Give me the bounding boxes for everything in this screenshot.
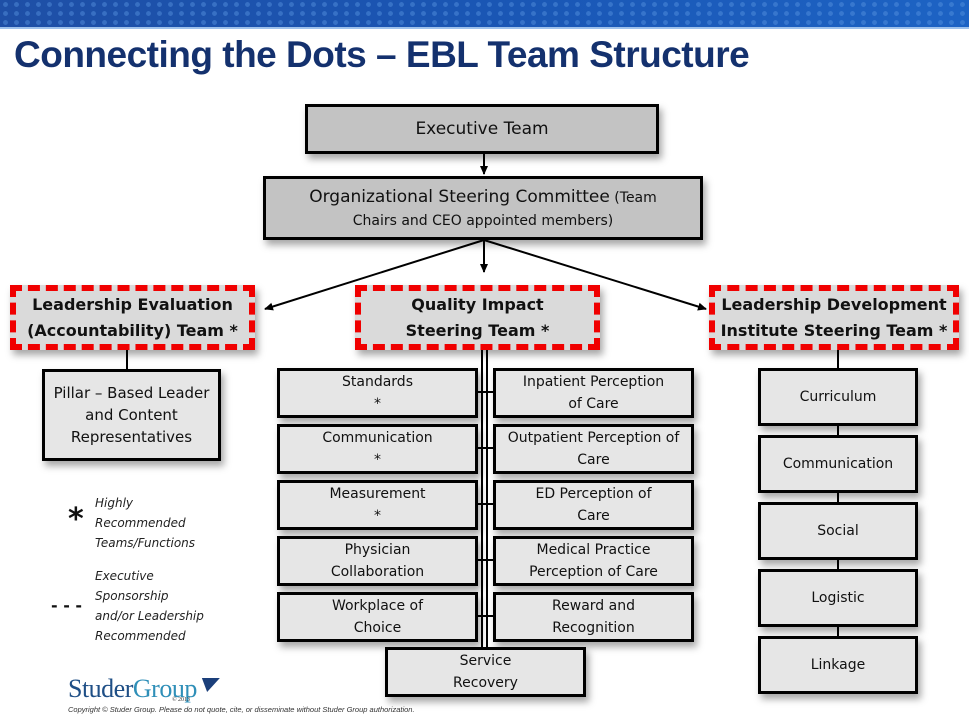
legend-asterisk-icon: * bbox=[68, 502, 84, 537]
legend-dash-text: Executive Sponsorship and/or Leadership … bbox=[95, 566, 204, 646]
steering-committee-line2: Chairs and CEO appointed members) bbox=[352, 212, 614, 229]
box-label-line: Representatives bbox=[70, 428, 193, 446]
box-label-line: Recognition bbox=[552, 620, 635, 636]
copyright-notice: Copyright © Studer Group. Please do not … bbox=[68, 705, 415, 714]
studer-group-logo: StuderGroup bbox=[68, 674, 197, 704]
page-title: Connecting the Dots – EBL Team Structure bbox=[14, 34, 750, 75]
team-label-line: Leadership Development bbox=[721, 294, 947, 314]
logo-studer-text: Studer bbox=[68, 674, 133, 703]
standards-box: Standards * bbox=[277, 368, 478, 418]
box-label: Logistic bbox=[811, 590, 865, 606]
measurement-box: Measurement * bbox=[277, 480, 478, 530]
box-label-line: Medical Practice bbox=[536, 542, 651, 558]
header-banner bbox=[0, 0, 969, 27]
team-label-line: Leadership Evaluation bbox=[32, 294, 233, 314]
legend-line: Sponsorship bbox=[95, 589, 169, 603]
box-label-line: Measurement bbox=[329, 486, 426, 502]
connector-branches bbox=[476, 391, 494, 617]
box-label-line: and Content bbox=[85, 406, 178, 424]
box-label: Linkage bbox=[810, 657, 866, 673]
social-box: Social bbox=[758, 502, 918, 560]
box-label: Curriculum bbox=[799, 389, 877, 405]
pillar-leader-box: Pillar – Based Leader and Content Repres… bbox=[42, 369, 221, 461]
steering-committee-box: Organizational Steering Committee (Team … bbox=[263, 176, 703, 240]
team-label-line: Steering Team * bbox=[405, 320, 550, 340]
outpatient-perception-box: Outpatient Perception of Care bbox=[493, 424, 694, 474]
executive-team-box: Executive Team bbox=[305, 104, 659, 154]
box-label-line: Physician bbox=[344, 542, 411, 558]
legend-line: Executive bbox=[95, 569, 154, 583]
inpatient-perception-box: Inpatient Perception of Care bbox=[493, 368, 694, 418]
box-label-line: Care bbox=[577, 452, 610, 468]
box-label-line: Standards bbox=[342, 374, 413, 390]
physician-collaboration-box: Physician Collaboration bbox=[277, 536, 478, 586]
box-label-line: Care bbox=[577, 508, 610, 524]
reward-recognition-box: Reward and Recognition bbox=[493, 592, 694, 642]
steering-committee-title: Organizational Steering Committee bbox=[309, 186, 610, 207]
box-label-line: Choice bbox=[353, 620, 402, 636]
box-label-line: * bbox=[374, 396, 381, 412]
legend-asterisk-text: Highly Recommended Teams/Functions bbox=[95, 493, 195, 553]
ed-perception-box: ED Perception of Care bbox=[493, 480, 694, 530]
box-label-line: of Care bbox=[568, 396, 619, 412]
curriculum-box: Curriculum bbox=[758, 368, 918, 426]
box-label-line: Outpatient Perception of bbox=[507, 430, 680, 446]
legend-line: Recommended bbox=[95, 516, 186, 530]
service-recovery-box: Service Recovery bbox=[385, 647, 586, 697]
steering-committee-line1: Organizational Steering Committee (Team bbox=[309, 185, 657, 210]
team-label-line: Quality Impact bbox=[411, 294, 544, 314]
workplace-of-choice-box: Workplace of Choice bbox=[277, 592, 478, 642]
box-label: Social bbox=[817, 523, 859, 539]
leadership-development-team-box: Leadership Development Institute Steerin… bbox=[709, 285, 959, 350]
communication-box: Communication * bbox=[277, 424, 478, 474]
box-label-line: ED Perception of bbox=[535, 486, 652, 502]
box-label-line: Pillar – Based Leader bbox=[53, 384, 210, 402]
banner-divider bbox=[0, 27, 969, 29]
box-label-line: Perception of Care bbox=[529, 564, 658, 580]
logistic-box: Logistic bbox=[758, 569, 918, 627]
quality-impact-team-box: Quality Impact Steering Team * bbox=[355, 285, 600, 350]
legend-line: Highly bbox=[95, 496, 134, 510]
logo-triangle-icon bbox=[198, 678, 220, 692]
box-label-line: Workplace of bbox=[331, 598, 424, 614]
box-label-line: Reward and bbox=[552, 598, 635, 614]
box-label: Communication bbox=[782, 456, 894, 472]
box-label-line: * bbox=[374, 452, 381, 468]
legend-dash-icon: - - - bbox=[51, 596, 83, 615]
box-label-line: * bbox=[374, 508, 381, 524]
box-label-line: Service bbox=[459, 653, 512, 669]
communication-dev-box: Communication bbox=[758, 435, 918, 493]
box-label-line: Inpatient Perception bbox=[522, 374, 665, 390]
legend-line: Recommended bbox=[95, 629, 186, 643]
linkage-box: Linkage bbox=[758, 636, 918, 694]
team-label-line: (Accountability) Team * bbox=[27, 320, 238, 340]
medical-practice-perception-box: Medical Practice Perception of Care bbox=[493, 536, 694, 586]
logo-year: © 2013 bbox=[172, 697, 191, 703]
box-label-line: Communication bbox=[322, 430, 433, 446]
logo-group-text: Group bbox=[132, 674, 197, 703]
legend-line: Teams/Functions bbox=[95, 536, 196, 550]
box-label-line: Collaboration bbox=[330, 564, 425, 580]
executive-team-label: Executive Team bbox=[415, 119, 549, 139]
leadership-evaluation-team-box: Leadership Evaluation (Accountability) T… bbox=[10, 285, 255, 350]
team-label-line: Institute Steering Team * bbox=[720, 320, 948, 340]
box-label-line: Recovery bbox=[453, 675, 518, 691]
legend-line: and/or Leadership bbox=[95, 609, 204, 623]
steering-committee-note: (Team bbox=[609, 189, 657, 206]
